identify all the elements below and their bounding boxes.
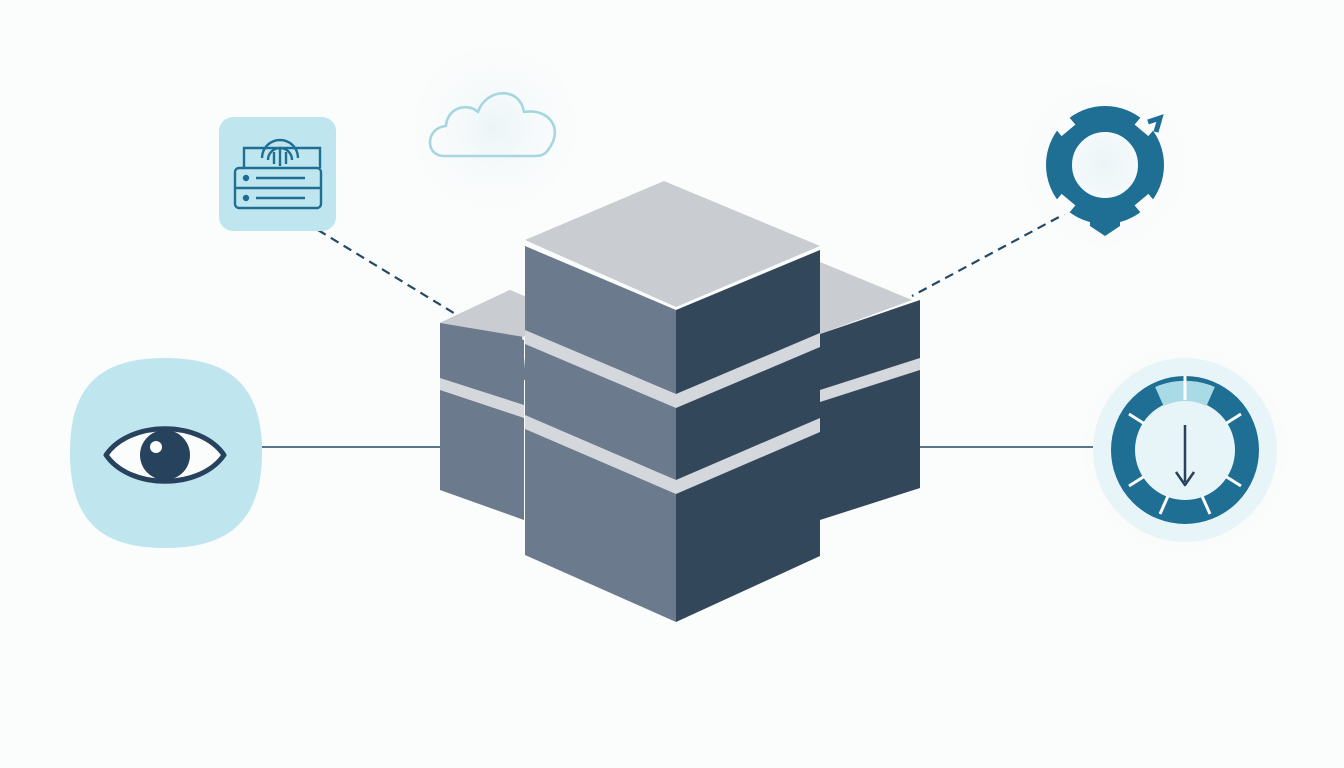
connector-support [911,209,1073,297]
monitoring-node[interactable] [70,358,262,548]
server-with-signal-icon [233,138,323,210]
cloud-icon [428,91,556,158]
left-back-cube [440,290,546,520]
connector-lines [262,209,1093,448]
cloud-node[interactable] [428,91,556,158]
access-control-node[interactable] [219,117,336,231]
connector-access-control [317,229,463,319]
lifebuoy-icon [1046,106,1164,236]
backup-node[interactable] [1093,358,1277,542]
front-tall-cube [525,181,820,622]
server-cube-stack [440,181,920,622]
right-back-cube [820,262,920,520]
download-dial-icon [1111,376,1259,524]
support-node[interactable] [1046,106,1164,236]
eye-icon [103,426,227,484]
